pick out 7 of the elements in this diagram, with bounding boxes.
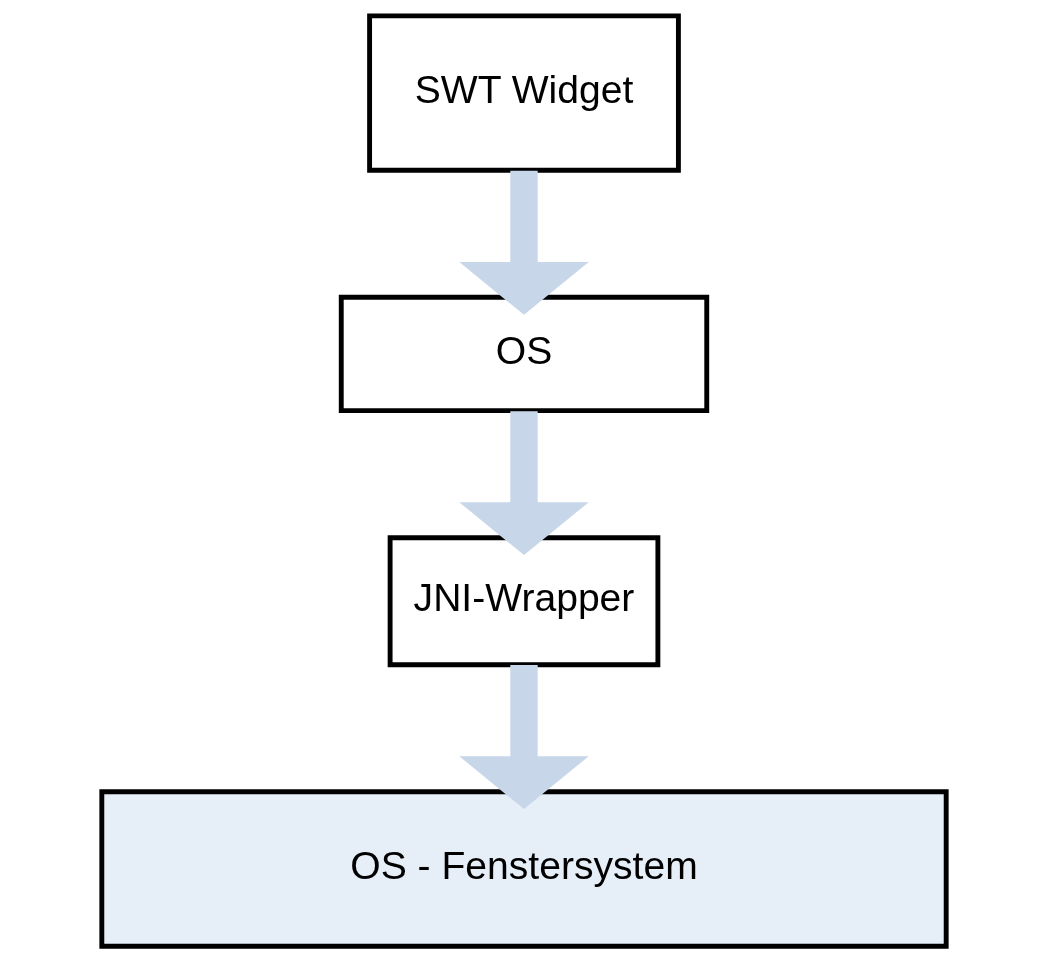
node-box: OS xyxy=(338,294,710,414)
arrow xyxy=(459,665,589,810)
arrow xyxy=(459,411,589,556)
node-box: OS - Fenstersystem xyxy=(99,789,949,949)
node-box: JNI-Wrapper xyxy=(387,535,661,668)
arrow xyxy=(459,170,589,315)
node-box: SWT Widget xyxy=(367,13,681,173)
